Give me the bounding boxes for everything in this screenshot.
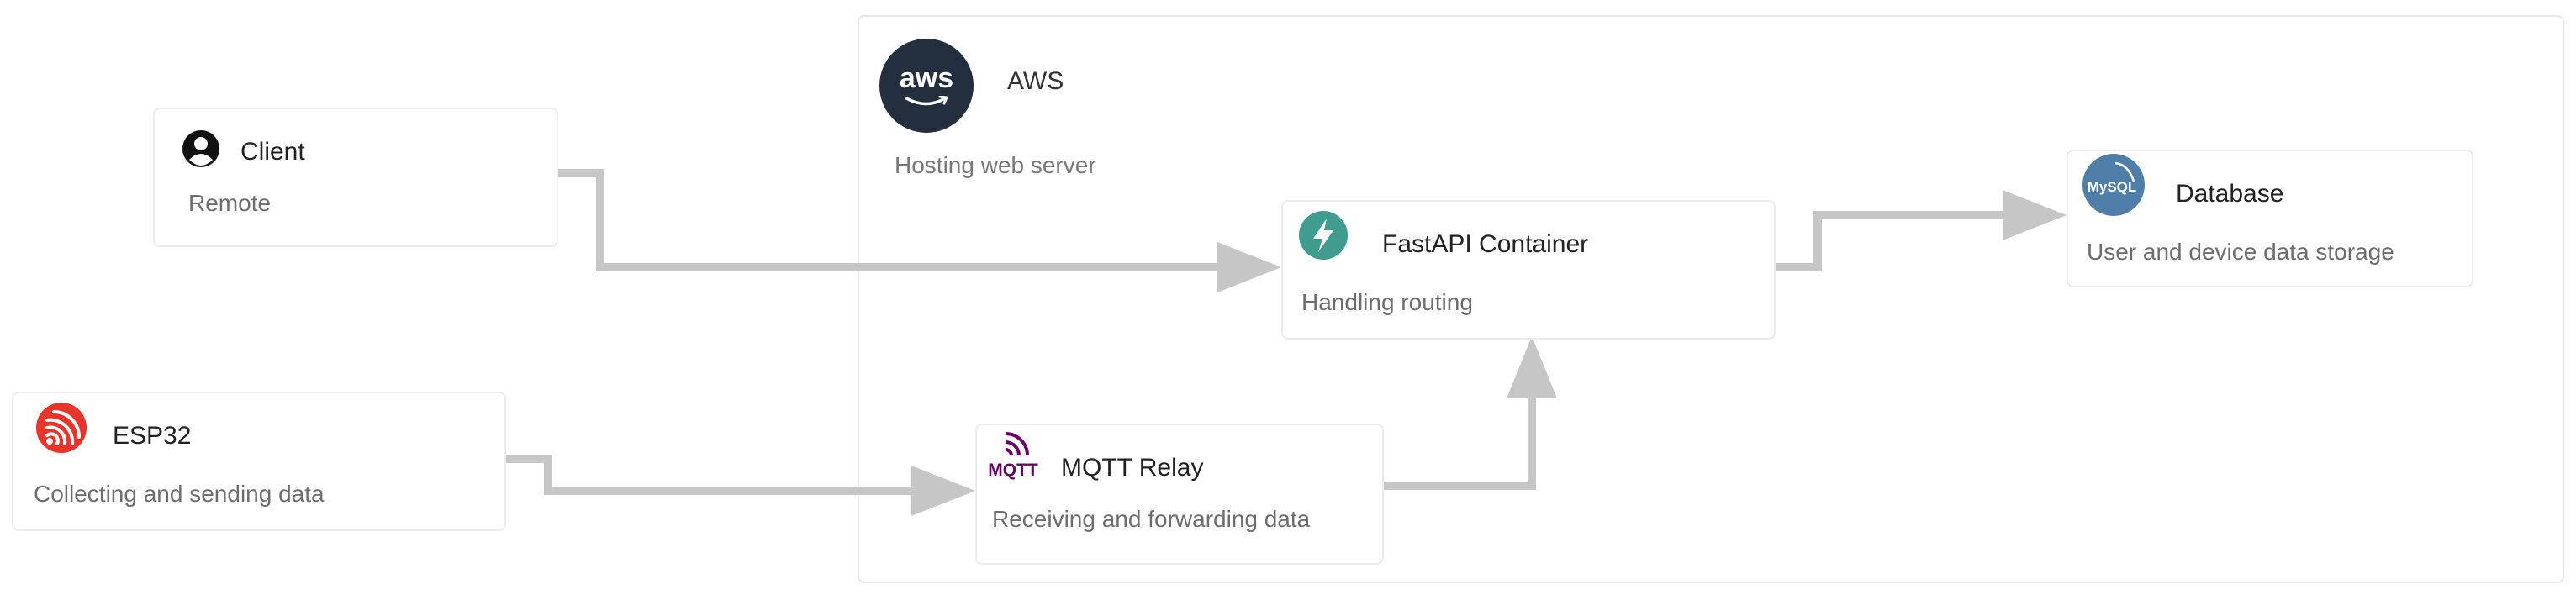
esp32-subtitle: Collecting and sending data — [34, 481, 325, 507]
database-node[interactable]: MySQL Database User and device data stor… — [2067, 150, 2473, 287]
esp32-title: ESP32 — [113, 422, 192, 450]
aws-logo-icon: aws — [879, 39, 974, 133]
arrowhead-fastapi-to-database — [2003, 190, 2067, 240]
mqtt-logo-text: MQTT — [988, 461, 1038, 480]
mysql-logo-icon: MySQL — [2082, 154, 2145, 216]
edge-mqtt-to-fastapi — [1380, 392, 1536, 490]
fastapi-node[interactable]: FastAPI Container Handling routing — [1281, 200, 1776, 340]
arrowhead-mqtt-to-fastapi — [1507, 336, 1557, 398]
edge-fastapi-to-database — [1772, 211, 2013, 271]
database-subtitle: User and device data storage — [2087, 239, 2394, 265]
fastapi-title: FastAPI Container — [1382, 230, 1589, 258]
edge-client-to-fastapi — [555, 169, 1227, 271]
mysql-logo-text: MySQL — [2088, 179, 2137, 195]
aws-logo-label: aws — [899, 62, 954, 94]
aws-smile-icon — [905, 96, 948, 106]
espressif-logo-icon — [36, 403, 87, 453]
esp32-node[interactable]: ESP32 Collecting and sending data — [12, 392, 506, 531]
arrowhead-client-to-fastapi — [1217, 242, 1281, 292]
mqtt-title: MQTT Relay — [1061, 454, 1204, 482]
group-title: AWS — [1007, 67, 1064, 95]
fastapi-subtitle: Handling routing — [1301, 289, 1473, 315]
client-node[interactable]: Client Remote — [153, 108, 558, 247]
group-subtitle: Hosting web server — [895, 152, 1096, 178]
mqtt-subtitle: Receiving and forwarding data — [992, 506, 1311, 532]
user-avatar-icon — [182, 130, 219, 167]
client-title: Client — [240, 138, 305, 166]
edge-esp32-to-mqtt — [503, 455, 921, 495]
database-title: Database — [2176, 180, 2284, 208]
mqtt-node[interactable]: MQTT MQTT Relay Receiving and forwarding… — [975, 424, 1384, 565]
mqtt-logo-icon: MQTT — [988, 432, 1038, 480]
client-subtitle: Remote — [188, 190, 272, 216]
arrowhead-esp32-to-mqtt — [911, 466, 975, 516]
fastapi-logo-icon — [1299, 211, 1348, 260]
